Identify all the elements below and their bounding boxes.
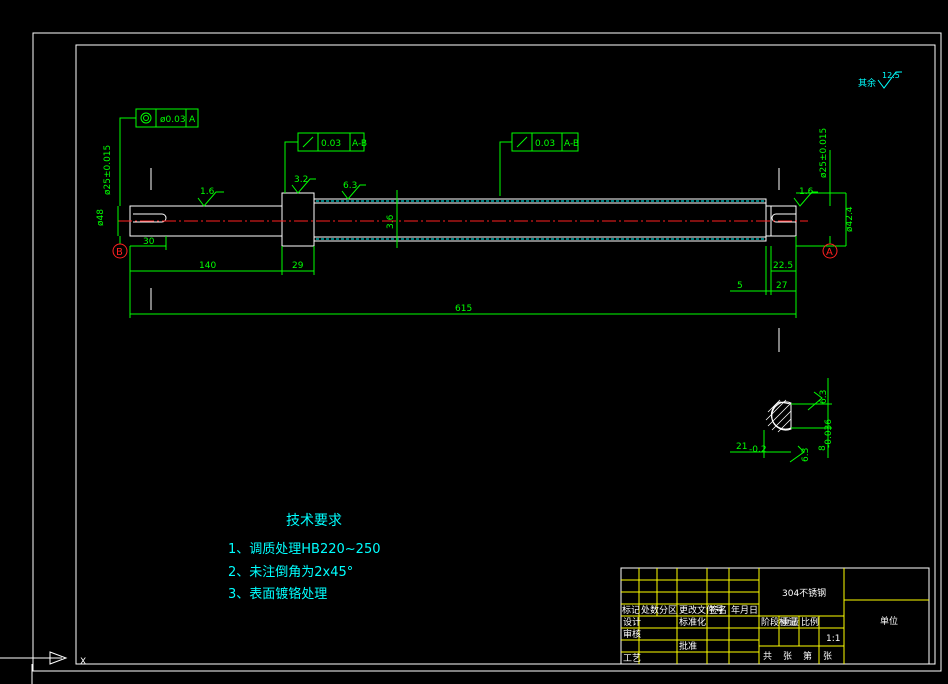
svg-text:第: 第 — [803, 650, 812, 662]
svg-text:更改文件号: 更改文件号 — [679, 604, 724, 616]
svg-text:615: 615 — [455, 304, 472, 314]
dimension-22-5: 22.5 — [770, 246, 796, 295]
svg-text:审核: 审核 — [623, 628, 641, 640]
title-block: 304不锈钢 1:1 单位 标记 处数 分区 更改文件号 签名 年月日 设计 审… — [620, 567, 930, 665]
roughness-collar: 3.2 — [291, 175, 316, 194]
title-material: 304不锈钢 — [782, 587, 826, 599]
title-org: 单位 — [880, 615, 898, 627]
title-scale: 1:1 — [826, 634, 840, 644]
svg-text:-0.036: -0.036 — [824, 419, 834, 448]
svg-text:0.03: 0.03 — [535, 139, 555, 149]
tolerance-frame-3: 0.03 A-B — [499, 132, 579, 196]
shaft-view — [118, 168, 808, 352]
datum-a-marker: A — [822, 236, 838, 259]
dimension-140: 140 — [129, 246, 283, 318]
svg-text:共: 共 — [763, 651, 772, 662]
svg-text:ø42.4: ø42.4 — [845, 206, 855, 232]
datum-b-marker: B — [112, 236, 128, 259]
svg-text:标准化: 标准化 — [679, 616, 706, 628]
roughness-other-label: 其余 — [858, 77, 876, 89]
svg-text:处数: 处数 — [641, 604, 659, 616]
svg-text:A: A — [826, 247, 833, 258]
svg-text:12.5: 12.5 — [882, 71, 900, 80]
svg-text:29: 29 — [292, 261, 304, 271]
roughness-left-journal: 1.6 — [197, 187, 224, 207]
svg-text:比例: 比例 — [801, 616, 819, 628]
ucs-icon: X — [0, 651, 86, 684]
svg-text:-0.2: -0.2 — [749, 445, 767, 455]
dimension-30: 30 — [130, 236, 167, 250]
svg-text:X: X — [80, 657, 86, 667]
roughness-other-symbol: 12.5 — [877, 71, 902, 89]
tech-req-item-2: 2、未注倒角为2x45° — [228, 565, 353, 580]
tech-req-title: 技术要求 — [286, 513, 342, 529]
svg-text:工艺: 工艺 — [623, 653, 641, 664]
svg-text:1.6: 1.6 — [200, 187, 215, 197]
dimension-5: 5 — [730, 281, 771, 292]
svg-text:0.03: 0.03 — [321, 139, 341, 149]
svg-text:140: 140 — [199, 261, 216, 271]
svg-text:设计: 设计 — [623, 616, 641, 628]
svg-text:6.3: 6.3 — [801, 448, 811, 462]
roughness-body: 6.3 — [341, 181, 366, 200]
svg-text:30: 30 — [143, 237, 155, 247]
svg-text:重量: 重量 — [781, 616, 799, 628]
dimension-29: 29 — [282, 246, 315, 275]
body-hatching — [316, 200, 764, 240]
svg-text:6.3: 6.3 — [819, 390, 829, 404]
inner-frame — [75, 44, 936, 665]
svg-text:22.5: 22.5 — [773, 261, 793, 271]
svg-text:6.3: 6.3 — [343, 181, 357, 191]
outer-frame — [32, 32, 942, 672]
svg-text:张: 张 — [783, 651, 792, 662]
svg-text:27: 27 — [776, 281, 787, 291]
tech-req-item-3: 3、表面镀铬处理 — [228, 586, 327, 602]
svg-text:ø0.03: ø0.03 — [160, 115, 186, 125]
svg-text:B: B — [116, 247, 123, 258]
svg-text:A-B: A-B — [352, 139, 367, 149]
svg-text:A-B: A-B — [564, 139, 579, 149]
svg-text:阶段标记: 阶段标记 — [761, 616, 797, 628]
dimension-615: 615 — [130, 236, 797, 318]
tolerance-frame-2: 0.03 A-B — [284, 132, 367, 193]
technical-requirements: 技术要求 1、调质处理HB220~250 2、未注倒角为2x45° 3、表面镀铬… — [228, 513, 380, 602]
svg-text:21: 21 — [736, 442, 747, 452]
svg-text:标记: 标记 — [622, 604, 640, 616]
svg-text:年月日: 年月日 — [731, 604, 758, 616]
key-section: 21 -0.2 6.3 6.3 8 -0.036 — [730, 378, 834, 463]
svg-text:3.2: 3.2 — [294, 175, 308, 185]
svg-text:5: 5 — [737, 281, 743, 291]
svg-text:3.6: 3.6 — [386, 214, 396, 229]
svg-text:8: 8 — [818, 445, 828, 451]
svg-text:1.6: 1.6 — [799, 187, 814, 197]
svg-text:ø25±0.015: ø25±0.015 — [103, 145, 113, 195]
svg-text:批准: 批准 — [679, 640, 697, 652]
roughness-right-journal: 1.6 — [793, 187, 818, 207]
svg-text:A: A — [189, 115, 196, 125]
tech-req-item-1: 1、调质处理HB220~250 — [228, 542, 380, 557]
tolerance-frame-1: ø0.03 A — [119, 108, 199, 206]
svg-text:分区: 分区 — [659, 605, 677, 616]
svg-text:ø25±0.015: ø25±0.015 — [819, 128, 829, 178]
svg-text:张: 张 — [823, 651, 832, 662]
svg-text:签名: 签名 — [709, 604, 727, 616]
svg-text:ø48: ø48 — [96, 209, 106, 226]
